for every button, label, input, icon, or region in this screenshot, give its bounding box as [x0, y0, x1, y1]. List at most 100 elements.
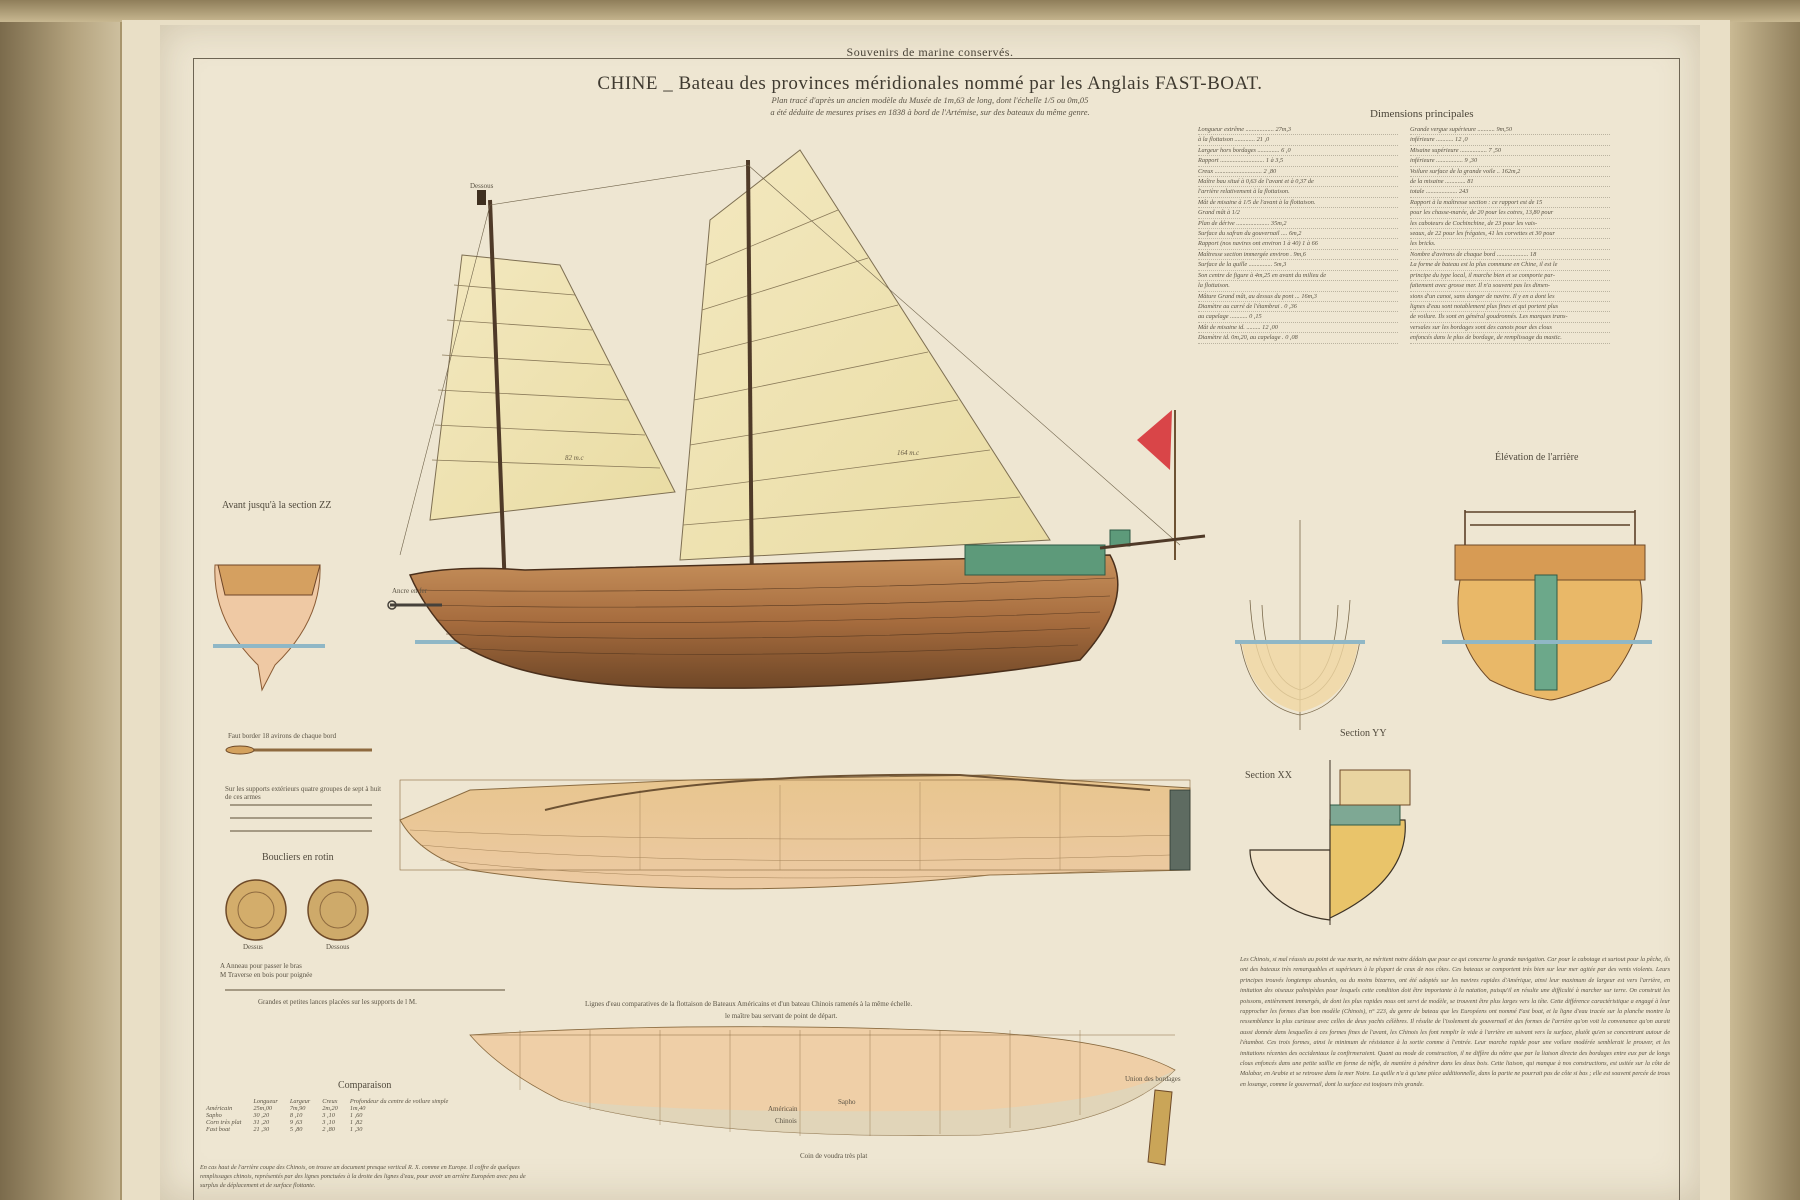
dimensions-left-row: Diamètre au carré de l'étambrai . 0 ,36 [1198, 302, 1398, 313]
fore-mast [488, 199, 507, 591]
frame-left [0, 0, 120, 1200]
dimensions-right-row: de la misaine ............. 81 [1410, 177, 1610, 188]
dimensions-left-row: Surface du safran du gouvernail .... 6m,… [1198, 229, 1398, 240]
dimensions-left-row: Plan de dérive ..................... 35m… [1198, 219, 1398, 230]
label-coin: Coin de voudra très plat [800, 1152, 868, 1160]
label-boucliers: Boucliers en rotin [262, 852, 334, 863]
dimensions-right-row: inférieure ........... 12 ,0 [1410, 135, 1610, 146]
comparison-cell: 1 ,82 [349, 1119, 363, 1126]
label-union: Union des bordages [1125, 1075, 1181, 1083]
comparison-cell: 3 ,10 [322, 1119, 335, 1126]
comparison-cell: 1 ,60 [349, 1112, 363, 1119]
dimensions-right-row: pour les chasse-marée, de 20 pour les co… [1410, 208, 1610, 219]
label-lignes-1: Lignes d'eau comparatives de la flottais… [585, 1000, 913, 1008]
dimensions-right-row: enfoncés dans le plus de bordage, de rem… [1410, 333, 1610, 344]
sail-area-main: 164 m.c [897, 449, 920, 457]
main-sail [679, 149, 1051, 561]
comparison-table: Longueur Largeur Creux Profondeur du centre… [200, 1098, 454, 1133]
series-caption: Souvenirs de marine conservés. [846, 45, 1014, 59]
dimensions-right-row: principe du type local, il marche bien e… [1410, 271, 1610, 282]
plate-subtitle-2: a été déduite de mesures prises en 1838 … [770, 107, 1090, 117]
comparison-header-cell: Longueur [253, 1098, 278, 1105]
midship-waterline [1235, 640, 1365, 644]
midship-hull-fill [1242, 644, 1358, 712]
dimensions-left-row: Mât de misaine id. ......... 12 ,00 [1198, 323, 1398, 334]
comparison-cell: Fast boat [206, 1126, 230, 1133]
dimensions-right-row: Nombre d'avirons de chaque bord ........… [1410, 250, 1610, 261]
dimensions-right-row: inférieure ................. 9 ,30 [1410, 156, 1610, 167]
comparison-cell: 1m,40 [349, 1105, 366, 1112]
comparison-cell: 7m,90 [289, 1105, 306, 1112]
deck-house [964, 544, 1106, 576]
dimensions-left-row: Rapport (nos navires ont environ 1 à 40)… [1198, 239, 1398, 250]
label-shield-dessus: Dessus [243, 943, 263, 951]
comparison-cell: 25m,00 [253, 1105, 273, 1112]
dimensions-left-row: à la flottaison ............. 21 ,0 [1198, 135, 1398, 146]
main-mast [746, 159, 754, 596]
weapons-drawing [225, 745, 505, 991]
plate-subtitle-1: Plan tracé d'après un ancien modèle du M… [771, 95, 1089, 105]
dimensions-left-row: Mâture Grand mât, au dessus du pont ... … [1198, 292, 1398, 302]
label-americain: Américain [768, 1105, 798, 1113]
dimensions-right-row: La forme de bateau est la plus commune e… [1410, 260, 1610, 271]
dimensions-right-row: de voilure. Ils sont en général goudronn… [1410, 312, 1610, 323]
dimensions-right-row: Grande vergue supérieure ........... 9m,… [1410, 125, 1610, 136]
hull-profile [408, 529, 1206, 689]
dimensions-left-row: Son centre de figure à 4m,25 en avant du… [1198, 271, 1398, 282]
descriptive-notes: Les Chinois, si mal réussis au point de … [1240, 956, 1670, 1088]
comparison-cell: 9 ,63 [289, 1119, 303, 1126]
frame-top [0, 0, 1800, 22]
label-chinois: Chinois [775, 1117, 797, 1125]
dimensions-right-row: versales sur les bordages sont des canot… [1410, 323, 1610, 334]
comparison-cell: 5 ,80 [289, 1126, 303, 1133]
dimensions-left-row: Maître bau situé à 0,63 de l'avant et à … [1198, 177, 1398, 188]
dimensions-left-row: la flottaison. [1198, 281, 1398, 292]
fore-sail [429, 254, 676, 521]
label-shield-dessous: Dessous [326, 943, 350, 951]
dimensions-left-row: Largeur hors bordages .............. 6 ,… [1198, 146, 1398, 157]
comparison-cell: Sapho [206, 1112, 222, 1119]
comparison-header-cell: Largeur [289, 1098, 311, 1105]
dimensions-left-row: Longueur extrême .................. 27m,… [1198, 125, 1398, 136]
dimensions-left-row: Grand mât à 1/2 [1198, 208, 1398, 219]
comparison-cell: 1 ,30 [349, 1126, 363, 1133]
dimensions-left-row: Surface de la quille ............... 5m,… [1198, 260, 1398, 271]
red-flag [1137, 410, 1172, 470]
comparison-header-cell [200, 1098, 247, 1105]
section-xx-yy-drawing [1249, 760, 1411, 925]
comparison-row: Corn très plat 31 ,20 9 ,63 3 ,10 1 ,82 [200, 1119, 454, 1126]
comparison-cell: 3 ,10 [322, 1112, 335, 1119]
stern-tiller [1099, 534, 1206, 550]
dimensions-right-row: seaux, de 22 pour les frégates, 41 les c… [1410, 229, 1610, 240]
dimensions-left-row: Diamètre id. 0m,20, au capelage . 0 ,08 [1198, 333, 1398, 344]
dimensions-right-column: Grande vergue supérieure ........... 9m,… [1410, 125, 1610, 344]
dimensions-title: Dimensions principales [1370, 108, 1474, 120]
comparison-cell: Corn très plat [206, 1119, 242, 1126]
dimensions-left-column: Longueur extrême .................. 27m,… [1198, 125, 1398, 344]
label-supports: Sur les supports extérieurs quatre group… [225, 785, 382, 801]
dimensions-right-row: Rapport à la maîtresse section : ce rapp… [1410, 198, 1610, 209]
label-elevation: Élévation de l'arrière [1495, 452, 1579, 463]
comparison-header-cell: Creux [322, 1098, 338, 1105]
dimensions-left-row: Maîtresse section immergée environ . 9m,… [1198, 250, 1398, 261]
dimensions-left-row: au capelage ........... 0 ,15 [1198, 312, 1398, 323]
footnote: En cas haut de l'arrière coupe des Chino… [200, 1164, 526, 1189]
label-dessous-mast: Dessous [470, 182, 494, 190]
dimensions-right-row: totale .................... 243 [1410, 187, 1610, 198]
dimensions-right-row: faitement avec grosse mer. Il n'a souven… [1410, 281, 1610, 292]
dimensions-left-row: Mât de misaine à 1/5 de l'avant à la flo… [1198, 198, 1398, 209]
label-lances: Grandes et petites lances placées sur le… [258, 998, 417, 1006]
comparison-cell: 2m,20 [322, 1105, 338, 1112]
comparison-cell: 31 ,20 [253, 1119, 270, 1126]
comparison-header-cell: Profondeur du centre de voilure simple [349, 1098, 449, 1105]
sail-area-fore: 82 m.c [565, 454, 585, 462]
water-lines-comparison [469, 1026, 1176, 1136]
anchor [387, 600, 442, 610]
label-lignes-2: le maître bau servant de point de départ… [725, 1012, 838, 1020]
plan-view-drawing [399, 773, 1191, 890]
dimensions-right-row: Misaine supérieure ................. 7 ,… [1410, 146, 1610, 157]
